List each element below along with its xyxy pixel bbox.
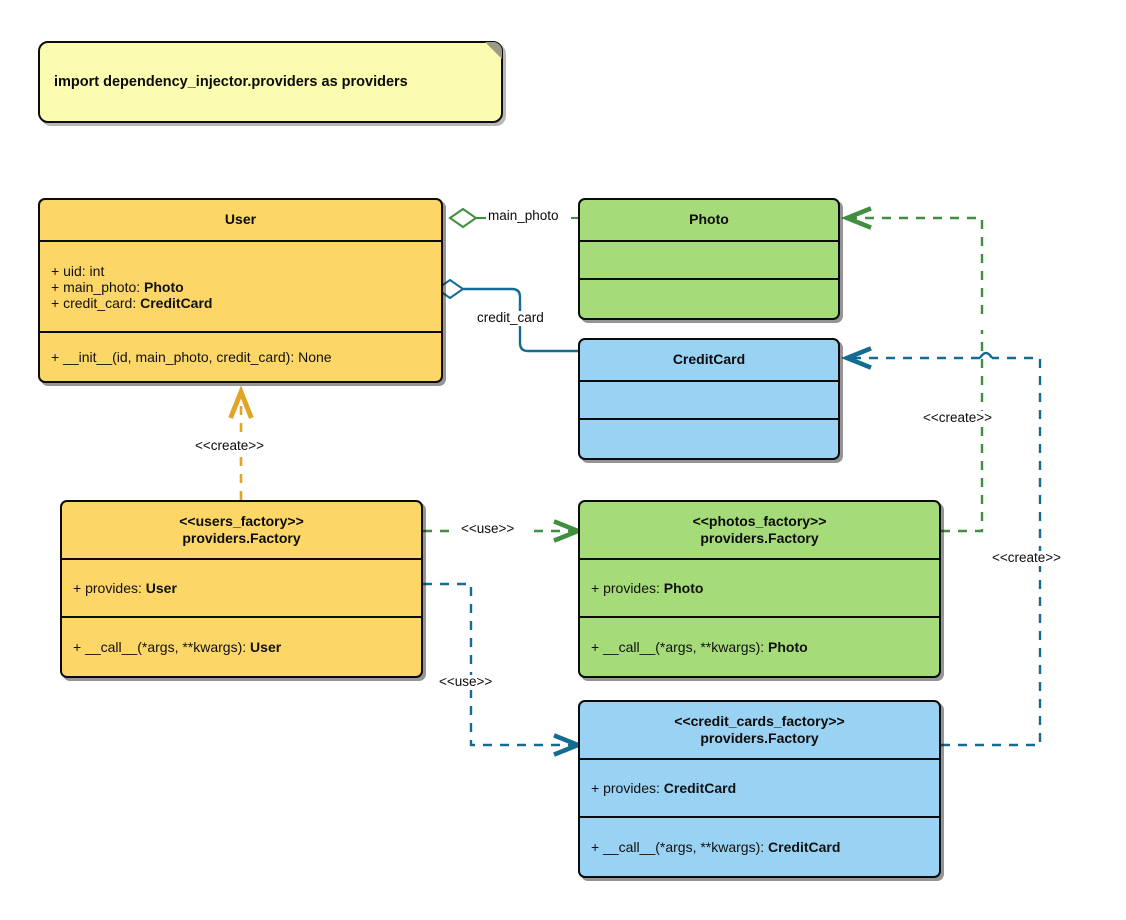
attr-type: User <box>145 580 177 596</box>
class-header-users-factory: <<users_factory>> providers.Factory <box>62 502 421 560</box>
class-title-photos-factory: providers.Factory <box>700 530 819 546</box>
note-fold-edge-icon <box>481 43 501 63</box>
attr-type: Photo <box>663 580 704 596</box>
method-row: + __call__(*args, **kwargs): Photo <box>591 639 808 655</box>
method-prefix: + <box>51 349 64 365</box>
method-prefix: + <box>73 639 86 655</box>
class-methods-credit-card <box>580 420 838 458</box>
class-stereotype-photos-factory: <<photos_factory>> <box>692 512 827 529</box>
attribute-row: + main_photo: Photo <box>51 279 184 295</box>
class-methods-photo <box>580 280 838 318</box>
attr-label: provides: <box>603 580 664 596</box>
attr-prefix: + <box>591 780 604 796</box>
attr-label: provides: <box>85 580 146 596</box>
method-label: __call__(*args, **kwargs): <box>85 639 251 655</box>
edge-label-create-credit-card: <<create>> <box>990 550 1064 566</box>
class-methods-credit-cards-factory: + __call__(*args, **kwargs): CreditCard <box>580 818 939 876</box>
method-type: User <box>250 639 282 655</box>
method-label: __call__(*args, **kwargs): <box>603 639 769 655</box>
attribute-row: + uid: int <box>51 263 104 279</box>
class-box-credit-card[interactable]: CreditCard <box>578 338 840 460</box>
edge-label-main-photo: main_photo <box>486 208 561 224</box>
attr-prefix: + <box>51 262 64 279</box>
edge-users-factory-use-credit-cards-factory <box>423 582 585 757</box>
attribute-row: + provides: CreditCard <box>591 780 736 796</box>
class-attributes-photo <box>580 242 838 280</box>
attr-label: credit_card: <box>63 294 141 311</box>
class-title-user: User <box>224 211 257 228</box>
class-attributes-credit-cards-factory: + provides: CreditCard <box>580 760 939 818</box>
edge-label-credit-card: credit_card <box>475 310 546 326</box>
class-box-photo[interactable]: Photo <box>578 198 840 320</box>
class-box-users-factory[interactable]: <<users_factory>> providers.Factory + pr… <box>60 500 423 678</box>
class-stereotype-credit-cards-factory: <<credit_cards_factory>> <box>674 712 845 729</box>
edge-label-use-photos-factory: <<use>> <box>459 521 517 537</box>
class-methods-users-factory: + __call__(*args, **kwargs): User <box>62 618 421 676</box>
attribute-row: + credit_card: CreditCard <box>51 295 212 311</box>
class-box-photos-factory[interactable]: <<photos_factory>> providers.Factory + p… <box>578 500 941 678</box>
method-label: __call__(*args, **kwargs): <box>603 839 769 855</box>
class-attributes-users-factory: + provides: User <box>62 560 421 618</box>
method-row: + __call__(*args, **kwargs): CreditCard <box>591 839 840 855</box>
method-type: Photo <box>768 639 808 655</box>
class-title-credit-card: CreditCard <box>672 351 746 368</box>
attr-type: int <box>89 262 105 279</box>
class-header-photos-factory: <<photos_factory>> providers.Factory <box>580 502 939 560</box>
note-import: import dependency_injector.providers as … <box>38 41 503 123</box>
method-row: + __call__(*args, **kwargs): User <box>73 639 281 655</box>
attr-type: CreditCard <box>663 780 737 796</box>
class-title-photo: Photo <box>689 211 729 228</box>
class-methods-photos-factory: + __call__(*args, **kwargs): Photo <box>580 618 939 676</box>
class-attributes-user: + uid: int + main_photo: Photo + credit_… <box>40 242 441 333</box>
attr-prefix: + <box>73 580 86 596</box>
attribute-row: + provides: User <box>73 580 177 596</box>
method-prefix: + <box>591 639 604 655</box>
attr-label: uid: <box>63 262 90 279</box>
method-type: CreditCard <box>768 839 841 855</box>
class-box-user[interactable]: User + uid: int + main_photo: Photo + cr… <box>38 198 443 383</box>
class-attributes-credit-card <box>580 382 838 420</box>
edge-label-create-photo: <<create>> <box>921 410 995 426</box>
class-header-credit-cards-factory: <<credit_cards_factory>> providers.Facto… <box>580 702 939 760</box>
class-title-users-factory: providers.Factory <box>182 530 301 546</box>
class-attributes-photos-factory: + provides: Photo <box>580 560 939 618</box>
method-prefix: + <box>591 839 604 855</box>
class-stereotype-users-factory: <<users_factory>> <box>179 512 304 529</box>
edge-label-use-credit-cards-factory: <<use>> <box>437 674 495 690</box>
attr-label: provides: <box>603 780 664 796</box>
class-header-credit-card: CreditCard <box>580 340 838 382</box>
attr-type: Photo <box>144 278 184 295</box>
edge-label-create-user: <<create>> <box>193 438 267 454</box>
attr-label: main_photo: <box>63 278 145 295</box>
attr-type: CreditCard <box>140 294 213 311</box>
class-header-photo: Photo <box>580 200 838 242</box>
edge-photos-factory-create-photo <box>847 218 984 533</box>
class-methods-user: + __init__(id, main_photo, credit_card):… <box>40 333 441 381</box>
method-type: None <box>298 349 332 365</box>
attr-prefix: + <box>51 278 64 295</box>
class-box-credit-cards-factory[interactable]: <<credit_cards_factory>> providers.Facto… <box>578 700 941 878</box>
class-title-credit-cards-factory: providers.Factory <box>700 730 819 746</box>
method-row: + __init__(id, main_photo, credit_card):… <box>51 349 332 365</box>
method-label: __init__(id, main_photo, credit_card): <box>63 349 299 365</box>
class-header-user: User <box>40 200 441 242</box>
note-text: import dependency_injector.providers as … <box>54 74 408 90</box>
attribute-row: + provides: Photo <box>591 580 703 596</box>
attr-prefix: + <box>51 294 64 311</box>
attr-prefix: + <box>591 580 604 596</box>
